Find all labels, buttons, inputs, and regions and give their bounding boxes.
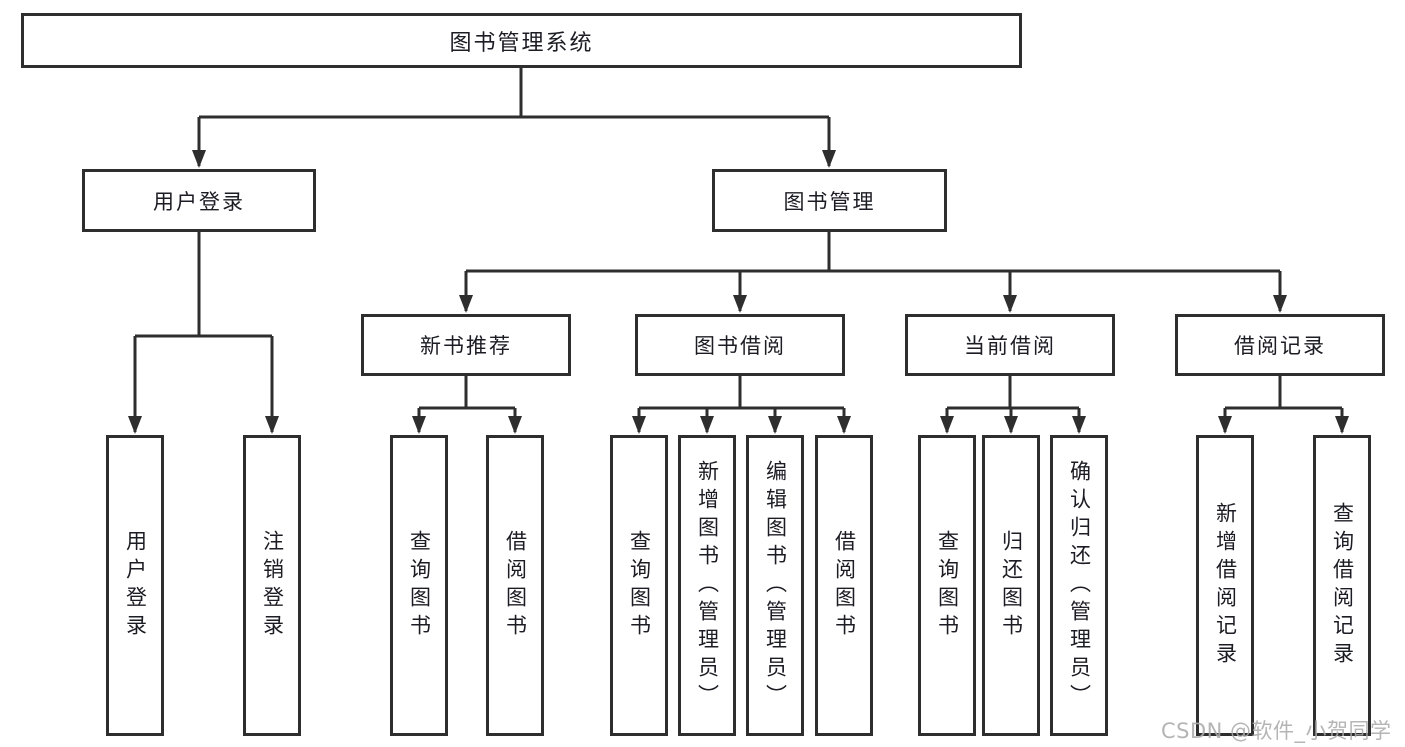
node-book-management-system: 图书管理系统 [21,13,1022,68]
node-leaf-logout: 注销登录 [243,435,301,736]
node-leaf-add-borrow-record-label: 新增借阅记录 [1213,501,1238,670]
node-leaf-query-borrow-record-label: 查询借阅记录 [1330,501,1355,670]
node-leaf-edit-books-admin-label: 编辑图书（管理员） [763,459,788,712]
node-new-book-recommend: 新书推荐 [361,314,571,376]
node-leaf-edit-books-admin: 编辑图书（管理员） [746,435,804,736]
node-leaf-confirm-return-admin-label: 确认归还（管理员） [1067,459,1092,712]
node-leaf-current-query-books-label: 查询图书 [935,529,960,642]
node-borrow-records-label: 借阅记录 [1234,334,1326,358]
node-user-login-label: 用户登录 [153,189,245,214]
csdn-watermark: CSDN @软件_小贺同学 [1161,719,1392,743]
node-leaf-return-books-label: 归还图书 [999,529,1024,642]
node-current-borrow: 当前借阅 [905,314,1115,376]
node-leaf-logout-label: 注销登录 [260,529,285,642]
node-leaf-borrow-borrow-books-label: 借阅图书 [832,529,857,642]
node-leaf-add-books-admin: 新增图书（管理员） [678,435,736,736]
node-leaf-borrow-borrow-books: 借阅图书 [815,435,873,736]
node-book-borrow: 图书借阅 [635,314,845,376]
node-leaf-current-query-books: 查询图书 [918,435,976,736]
node-borrow-records: 借阅记录 [1175,314,1385,376]
node-leaf-add-books-admin-label: 新增图书（管理员） [695,459,720,712]
node-user-login: 用户登录 [82,169,316,232]
node-book-borrow-label: 图书借阅 [694,334,786,358]
node-current-borrow-label: 当前借阅 [964,334,1056,358]
node-leaf-return-books: 归还图书 [982,435,1040,736]
node-leaf-confirm-return-admin: 确认归还（管理员） [1050,435,1108,736]
node-book-management-label: 图书管理 [783,189,876,214]
node-leaf-borrow-query-books-label: 查询图书 [627,529,652,642]
node-leaf-add-borrow-record: 新增借阅记录 [1196,435,1254,736]
node-book-management: 图书管理 [712,169,947,232]
node-leaf-borrow-query-books: 查询图书 [610,435,668,736]
node-leaf-recommend-borrow-books: 借阅图书 [486,435,544,736]
node-leaf-user-login: 用户登录 [106,435,164,736]
node-leaf-user-login-label: 用户登录 [123,529,148,642]
node-leaf-recommend-query-books-label: 查询图书 [407,529,432,642]
node-book-management-system-label: 图书管理系统 [449,30,594,56]
node-leaf-recommend-borrow-books-label: 借阅图书 [503,529,528,642]
node-leaf-recommend-query-books: 查询图书 [390,435,448,736]
node-leaf-query-borrow-record: 查询借阅记录 [1313,435,1371,736]
node-new-book-recommend-label: 新书推荐 [420,334,512,358]
